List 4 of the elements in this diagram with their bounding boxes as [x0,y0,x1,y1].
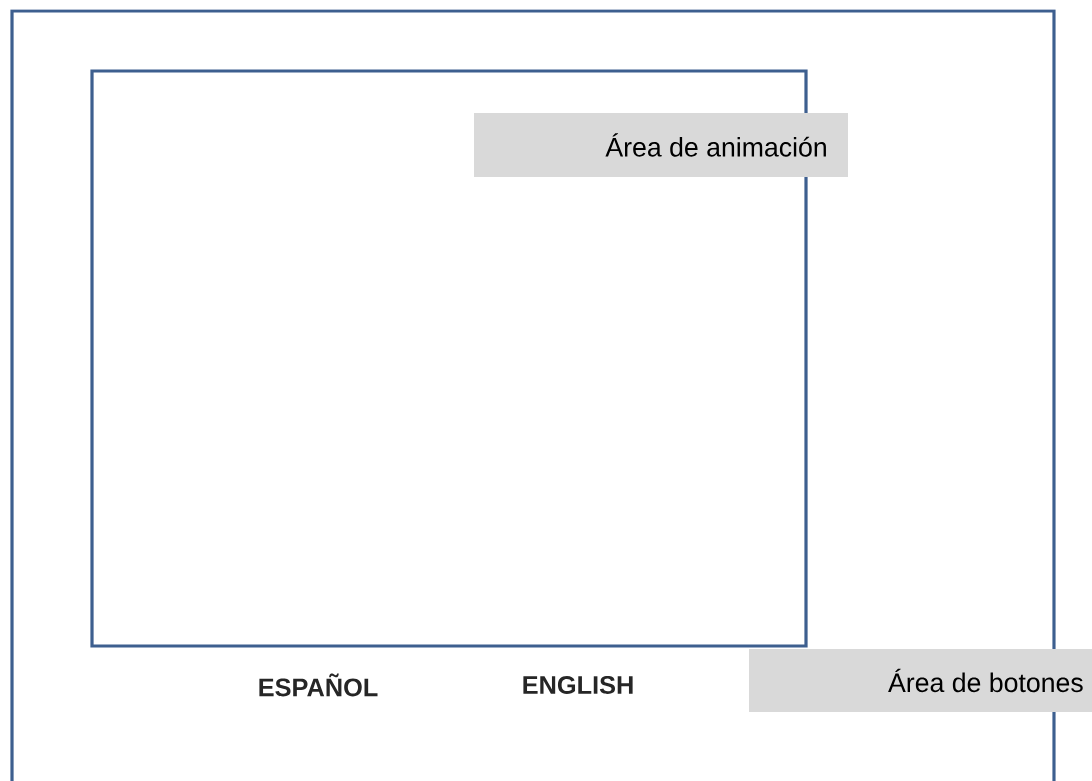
language-option: ESPAÑOL [259,673,378,697]
language-option: ENGLISH [523,676,633,694]
area-label: Área de botones [749,649,1092,712]
area-label: Área de animación [474,113,848,177]
